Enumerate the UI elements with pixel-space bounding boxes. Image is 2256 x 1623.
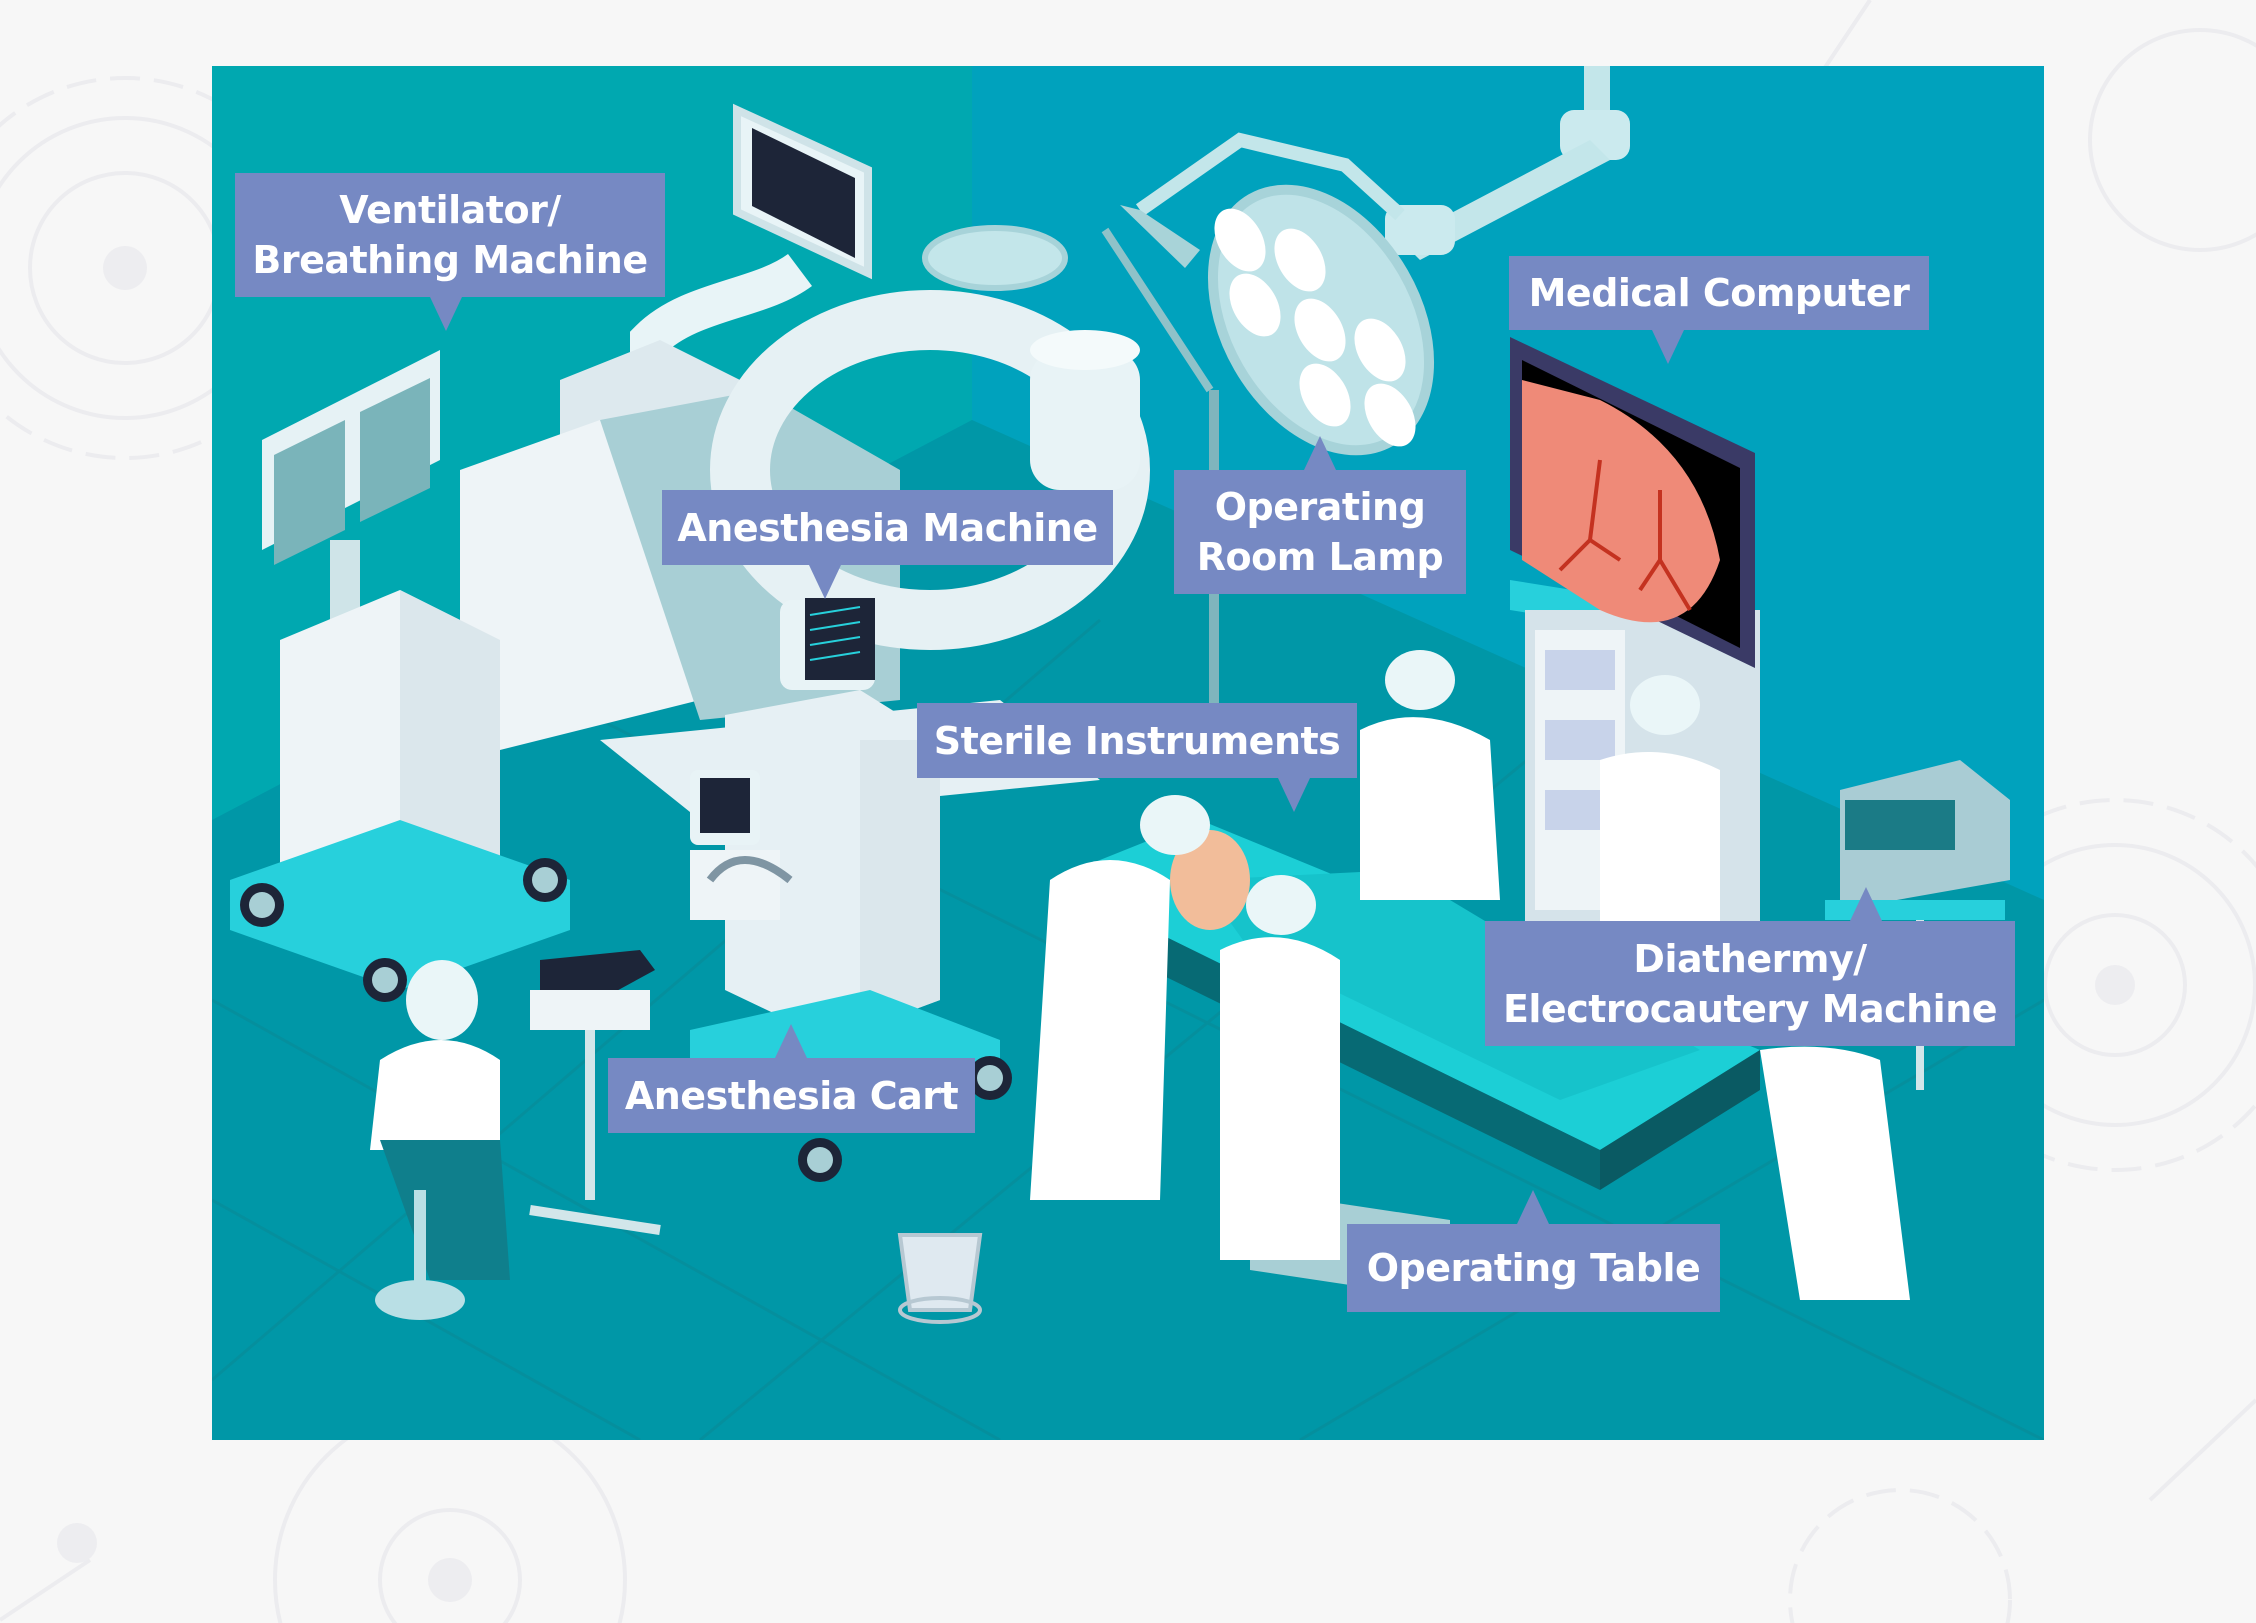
label-anesthesia-cart: Anesthesia Cart <box>608 1058 975 1133</box>
label-sterile-instruments-text: Sterile Instruments <box>933 718 1341 763</box>
label-operating-room-lamp-line-2: Room Lamp <box>1196 535 1444 579</box>
label-diathermy-line-2: Electrocautery Machine <box>1502 986 1998 1031</box>
diathermy-pointer <box>1850 887 1882 921</box>
bucket-art <box>897 1233 983 1324</box>
label-operating-room-lamp-line-1: Operating <box>1214 485 1426 529</box>
label-ventilator-line-1: Ventilator/ <box>339 188 561 232</box>
operating-lamp-art <box>922 66 1630 720</box>
sterile-instruments-pointer <box>1278 778 1310 812</box>
label-diathermy-line-1: Diathermy/ <box>1633 936 1867 981</box>
label-sterile-instruments: Sterile Instruments <box>917 703 1357 778</box>
operating-room-illustration: Ventilator/ Breathing Machine Anesthesia… <box>212 66 2044 1440</box>
label-medical-computer: Medical Computer <box>1509 256 1929 330</box>
operating-table-pointer <box>1517 1190 1549 1224</box>
anesthetist-nurse-art <box>370 950 661 1320</box>
label-anesthesia-machine: Anesthesia Machine <box>662 490 1113 565</box>
label-medical-computer-text: Medical Computer <box>1528 271 1910 315</box>
label-operating-table-text: Operating Table <box>1366 1246 1701 1290</box>
anesthesia-cart-pointer <box>775 1024 807 1058</box>
ventilator-pointer <box>430 297 462 331</box>
operating-room-lamp-pointer <box>1304 436 1336 470</box>
medical-computer-pointer <box>1652 330 1684 364</box>
label-diathermy: Diathermy/ Electrocautery Machine <box>1485 921 2015 1046</box>
surgical-team-art <box>1030 650 1910 1300</box>
label-operating-table: Operating Table <box>1347 1224 1720 1312</box>
label-ventilator: Ventilator/ Breathing Machine <box>235 173 665 297</box>
label-ventilator-line-2: Breathing Machine <box>252 238 648 282</box>
label-anesthesia-cart-text: Anesthesia Cart <box>624 1073 959 1118</box>
label-anesthesia-machine-text: Anesthesia Machine <box>677 505 1098 550</box>
anesthesia-machine-pointer <box>809 565 841 599</box>
label-operating-room-lamp: Operating Room Lamp <box>1174 470 1466 594</box>
ventilator-art <box>230 350 570 1002</box>
